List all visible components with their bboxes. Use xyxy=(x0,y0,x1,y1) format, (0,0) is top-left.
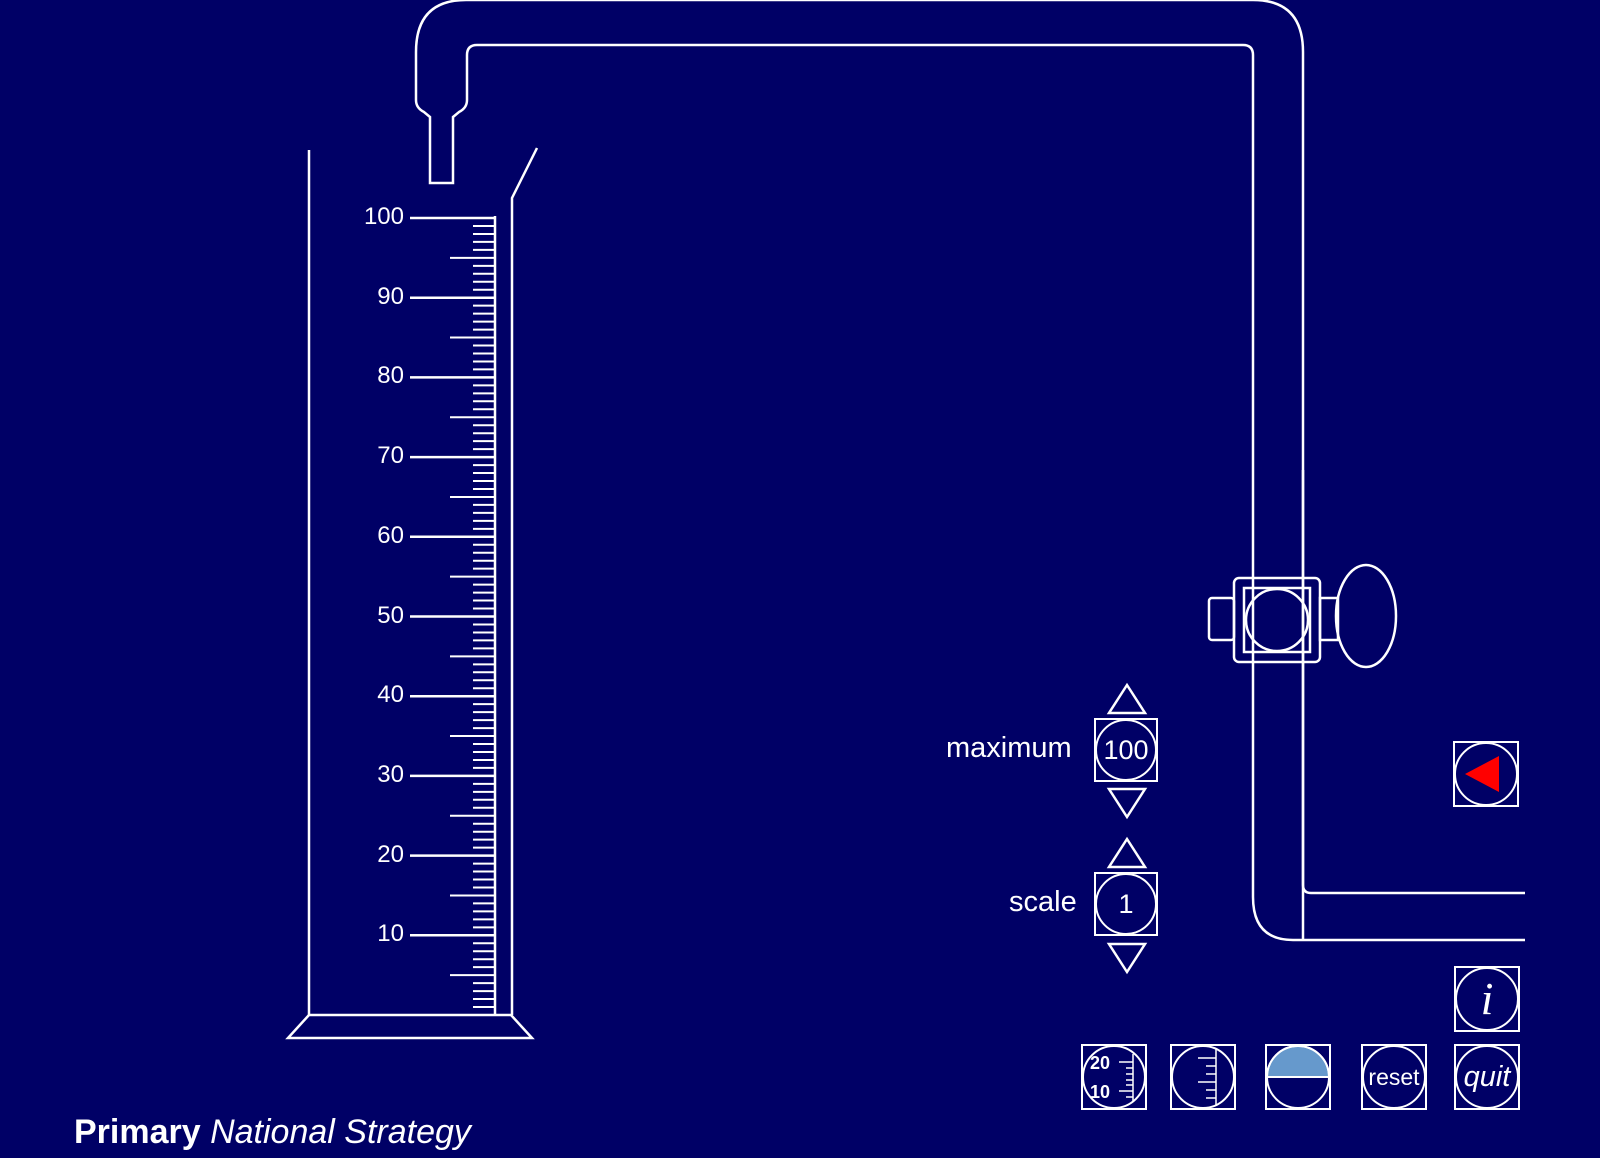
reset-label: reset xyxy=(1368,1064,1420,1090)
maximum-decrease-button[interactable] xyxy=(1107,787,1147,819)
scale-tick-label: 100 xyxy=(363,203,404,230)
tap-inner-circle xyxy=(1244,587,1310,653)
maximum-value-box[interactable]: 100 xyxy=(1094,718,1158,782)
tap-right-stub xyxy=(1318,596,1340,642)
reset-button[interactable]: reset xyxy=(1361,1044,1427,1110)
liquid-level-button[interactable] xyxy=(1265,1044,1331,1110)
maximum-value: 100 xyxy=(1103,735,1149,765)
quit-label: quit xyxy=(1463,1061,1511,1093)
brand-national-strategy: National Strategy xyxy=(210,1113,471,1151)
scale-up-arrow xyxy=(1106,836,1148,869)
quit-button[interactable]: quit xyxy=(1454,1044,1520,1110)
play-button[interactable] xyxy=(1453,741,1519,807)
maximum-label: maximum xyxy=(946,732,1072,764)
scale-tick-label: 90 xyxy=(377,282,404,310)
cylinder-right-wall xyxy=(510,147,539,1015)
graduations-button[interactable] xyxy=(1170,1044,1236,1110)
scale-tick-label: 80 xyxy=(377,362,404,390)
info-icon: i xyxy=(1480,973,1494,1024)
maximum-increase-button[interactable] xyxy=(1107,684,1147,716)
pipe-outer xyxy=(414,0,1525,942)
scale-tick-label: 50 xyxy=(377,601,404,629)
graduations-icon xyxy=(1198,1048,1217,1106)
tap-handle xyxy=(1334,563,1398,669)
scale-increase-button[interactable] xyxy=(1107,838,1147,870)
numbered-scale-icon xyxy=(1119,1054,1134,1102)
info-button[interactable]: i xyxy=(1454,966,1520,1032)
tap-left-stub xyxy=(1207,596,1236,642)
maximum-up-arrow xyxy=(1106,682,1148,715)
brand-primary: Primary xyxy=(74,1113,201,1151)
scale-ticks xyxy=(410,216,495,1009)
play-arrow-icon xyxy=(1465,756,1499,792)
scale-tick-label: 30 xyxy=(377,760,404,788)
scale-tick-label: 70 xyxy=(377,442,404,470)
pipe-inner xyxy=(1301,470,1525,895)
scale-down-arrow xyxy=(1106,942,1148,975)
numbered-scale-button[interactable]: 20 10 xyxy=(1081,1044,1147,1110)
scale-decrease-button[interactable] xyxy=(1107,942,1147,974)
scale-value-box[interactable]: 1 xyxy=(1094,872,1158,936)
scale-tick-label: 20 xyxy=(377,840,404,868)
scale-tick-label: 60 xyxy=(377,521,404,549)
brand-logo: Primary National Strategy xyxy=(74,1113,471,1152)
numbered-scale-top: 20 xyxy=(1090,1053,1110,1073)
numbered-scale-bottom: 10 xyxy=(1090,1082,1110,1102)
maximum-down-arrow xyxy=(1106,787,1148,820)
cylinder-base xyxy=(285,1013,535,1040)
scale-tick-label: 10 xyxy=(377,920,404,948)
scale-value: 1 xyxy=(1118,889,1134,919)
scale-tick-label: 40 xyxy=(377,681,404,709)
liquid-level-icon xyxy=(1265,1045,1331,1078)
scale-label: scale xyxy=(1009,886,1077,918)
